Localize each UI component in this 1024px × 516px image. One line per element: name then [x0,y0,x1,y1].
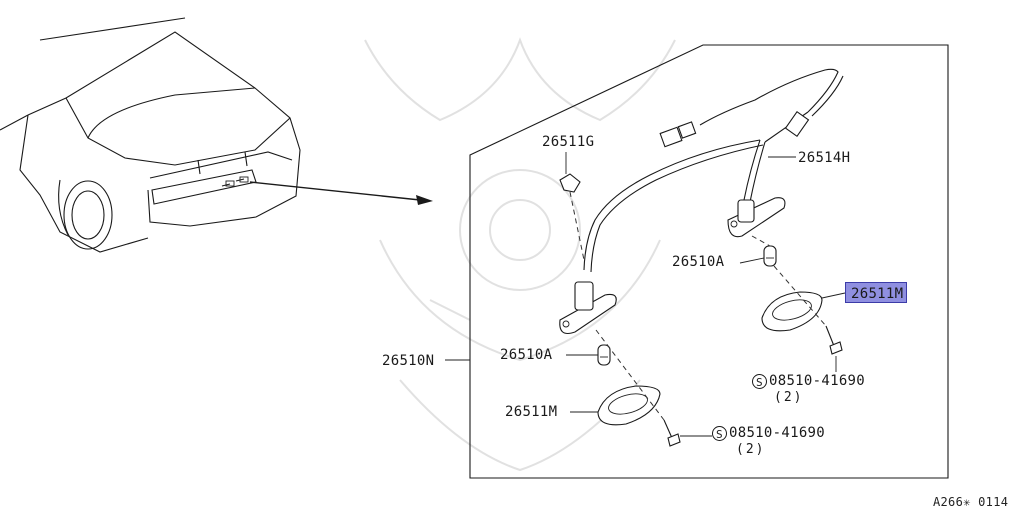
assembly-line-left [569,191,665,421]
s-symbol-icon: S [712,425,727,441]
lamp-housing-right [727,197,786,238]
car-rear-view [0,17,301,253]
part-label-26510A-bottom[interactable]: 26510A [500,347,553,363]
part-label-26510N[interactable]: 26510N [382,353,435,369]
clip-26511G [559,173,581,193]
detail-frame [469,44,949,479]
screw-part-number: 08510-41690 [769,373,866,389]
part-highlight [845,282,907,303]
screw-left [663,419,681,447]
bulb-left [597,344,611,366]
part-label-26514H[interactable]: 26514H [798,150,851,166]
lens-left [597,385,661,426]
part-label-26511M-bottom[interactable]: 26511M [505,404,558,420]
leader-lines [445,152,846,437]
wire-harness [583,68,844,273]
screw-right [825,325,843,355]
pointer-arrow [249,181,433,205]
lamp-housing-left [559,281,617,335]
screw-qty-left: (2) [736,442,766,457]
s-symbol-icon: S [752,373,767,389]
screw-part-number: 08510-41690 [729,425,826,441]
diagram-code: A266✳ 0114 [933,495,1009,509]
screw-qty-right: (2) [774,390,804,405]
bulb-right [763,245,777,267]
part-label-26511G[interactable]: 26511G [542,134,595,150]
part-label-26510A-top[interactable]: 26510A [672,254,725,270]
part-label-26511M-top[interactable]: 26511M [851,286,904,302]
lens-right [761,291,823,332]
assembly-line-right [751,235,827,327]
